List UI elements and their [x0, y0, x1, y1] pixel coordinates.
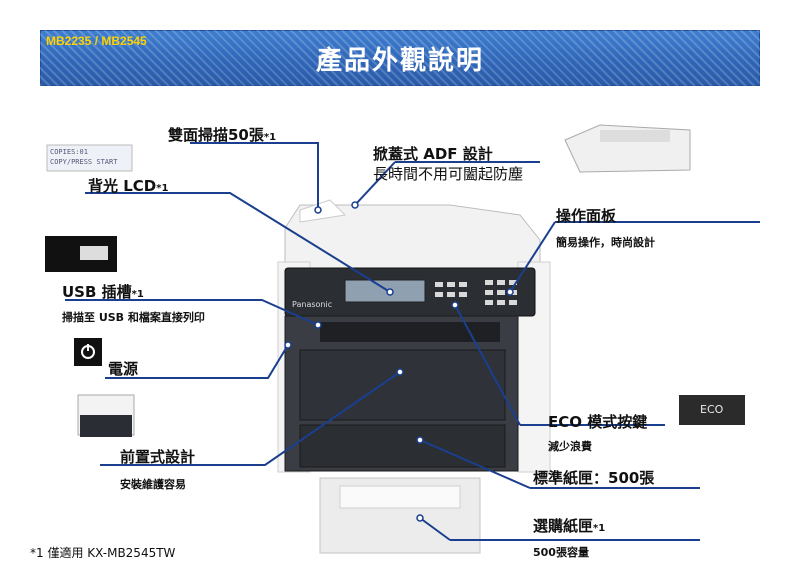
eco-button-thumbnail: [679, 395, 745, 425]
eco-label: ECO 模式按鍵: [548, 413, 648, 431]
usb-sub: 掃描至 USB 和檔案直接列印: [62, 311, 205, 324]
footnote: *1 僅適用 KX-MB2545TW: [30, 546, 176, 560]
control-panel-sub: 簡易操作，時尚設計: [556, 236, 655, 249]
adf-hinge: [299, 199, 347, 223]
backlit-lcd-label: 背光 LCD*1: [88, 177, 169, 195]
lcd-thumbnail: [46, 144, 133, 172]
lcd-line-2: COPY/PRESS START: [50, 158, 118, 166]
paper-tray: [299, 424, 506, 468]
standard-tray-label: 標準紙匣：500張: [533, 469, 655, 487]
front-design-label: 前置式設計: [120, 448, 196, 466]
adf-thumbnail: [564, 124, 691, 173]
control-panel-label: 操作面板: [556, 207, 617, 225]
header-banner: MB2235 / MB2545 產品外觀說明: [40, 30, 760, 86]
front-door: [299, 349, 506, 421]
adf-label: 掀蓋式 ADF 設計: [373, 145, 493, 163]
lcd-screen-text: COPIES:01 COPY/PRESS START: [50, 147, 117, 167]
front-design-sub: 安裝維護容易: [120, 478, 186, 491]
brand-logo: Panasonic: [292, 300, 333, 309]
lcd-line-1: COPIES:01: [50, 148, 88, 156]
adf-sub-label: 長時間不用可闔起防塵: [373, 165, 524, 183]
optional-tray-label: 選購紙匣*1: [533, 517, 606, 535]
lcd-display: [344, 279, 426, 303]
optional-tray-handle: [339, 485, 461, 509]
front-thumbnail: [77, 394, 135, 437]
connector-dots: [284, 201, 514, 522]
panel-buttons: [435, 280, 517, 305]
duplex-scan-label: 雙面掃描50張*1: [168, 126, 277, 144]
output-slot: [320, 322, 500, 342]
model-label: MB2235 / MB2545: [46, 34, 147, 48]
eco-sub: 減少浪費: [548, 440, 592, 453]
connector-lines: [65, 142, 760, 541]
page-title: 產品外觀說明: [315, 46, 484, 76]
power-thumbnail: [74, 338, 102, 366]
optional-tray-sub: 500張容量: [533, 546, 589, 559]
eco-button-text: ECO: [700, 403, 724, 416]
power-label: 電源: [108, 360, 139, 378]
banner-texture: [40, 30, 760, 86]
usb-thumbnail: [45, 236, 117, 272]
usb-label: USB 插槽*1: [62, 283, 144, 301]
